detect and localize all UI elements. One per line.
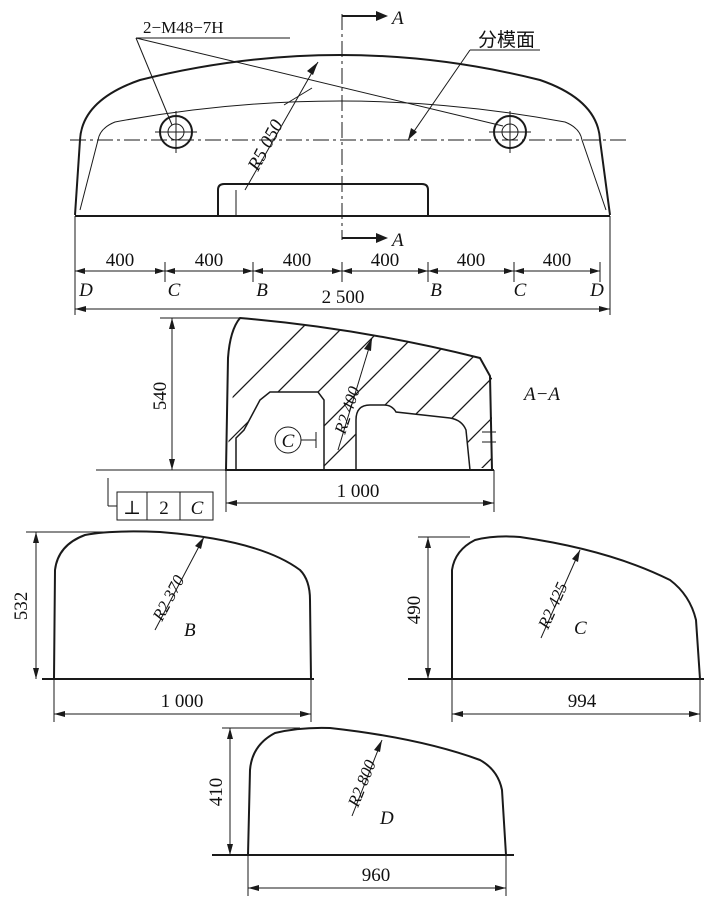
top-view: 2−M48−7H 分模面 R5 050 A A xyxy=(70,8,630,315)
segment-label: 400 xyxy=(106,250,135,271)
height-label-b: 532 xyxy=(11,592,32,621)
segment-label: 400 xyxy=(195,250,224,271)
station-label: D xyxy=(78,280,93,301)
total-length-label: 2 500 xyxy=(322,287,365,308)
section-c-outline xyxy=(451,535,701,680)
section-title: A−A xyxy=(522,384,560,405)
thread-label: 2−M48−7H xyxy=(143,18,224,37)
segment-label: 400 xyxy=(371,250,400,271)
parting-label: 分模面 xyxy=(478,29,535,51)
station-label: B xyxy=(256,280,268,301)
radius-label-top: R5 050 xyxy=(243,116,288,175)
radius-label-b: R2 370 xyxy=(148,572,188,625)
dimension-chain: 400 400 400 400 400 400 D C B B C D 2 50… xyxy=(74,216,611,315)
width-label-c: 994 xyxy=(568,691,597,712)
core-cavity xyxy=(235,391,325,471)
width-label-aa: 1 000 xyxy=(337,481,380,502)
section-aa: C R2 400 540 1 000 ⊥ 2 C A−A xyxy=(96,316,560,521)
section-outline xyxy=(224,316,494,471)
section-label-d: D xyxy=(379,808,394,829)
section-label-c: C xyxy=(574,618,587,639)
outer-profile xyxy=(74,54,611,216)
core-cavity-right xyxy=(355,404,471,471)
inner-profile xyxy=(79,100,607,211)
section-mark-bottom: A xyxy=(390,230,404,251)
station-label: D xyxy=(589,280,604,301)
station-label: B xyxy=(430,280,442,301)
segment-label: 400 xyxy=(283,250,312,271)
thread-hole-left xyxy=(155,111,197,153)
section-c: 490 R2 425 C 994 xyxy=(404,535,704,722)
segment-label: 400 xyxy=(543,250,572,271)
datum-label: C xyxy=(282,431,295,452)
section-label-b: B xyxy=(184,620,196,641)
tolerance-symbol: ⊥ xyxy=(123,498,141,519)
section-b-outline xyxy=(53,530,312,680)
bottom-pocket xyxy=(217,183,429,216)
width-label-d: 960 xyxy=(362,865,391,886)
section-mark-top: A xyxy=(390,8,404,29)
station-label: C xyxy=(168,280,181,301)
segment-label: 400 xyxy=(457,250,486,271)
station-label: C xyxy=(514,280,527,301)
section-b: 532 R2 370 B 1 000 xyxy=(11,530,314,722)
radius-label-c: R2 425 xyxy=(534,579,572,632)
radius-label-d: R2 800 xyxy=(344,757,380,811)
tolerance-value: 2 xyxy=(159,498,169,519)
height-label-c: 490 xyxy=(404,596,425,625)
thread-hole-right xyxy=(489,111,531,153)
section-d: 410 R2 800 D 960 xyxy=(206,726,514,896)
width-label-b: 1 000 xyxy=(161,691,204,712)
tolerance-frame: ⊥ 2 C xyxy=(116,491,214,521)
height-label-d: 410 xyxy=(206,778,227,807)
section-d-outline xyxy=(247,726,507,856)
height-label-aa: 540 xyxy=(150,382,171,411)
tolerance-datum: C xyxy=(191,498,204,519)
